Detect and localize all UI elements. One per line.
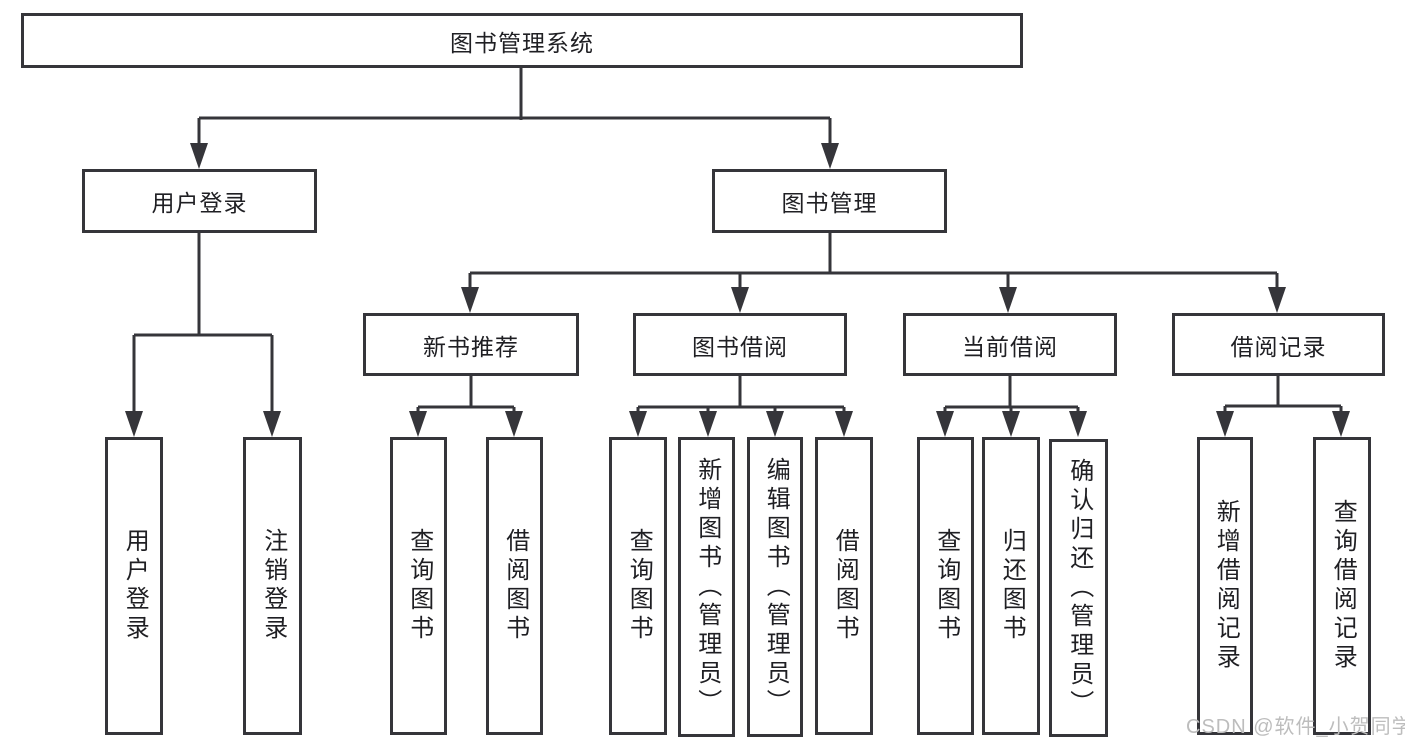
node-leaf-borrow-book-2: 借阅图书 (815, 437, 873, 735)
arrow-icon (190, 143, 208, 169)
node-label: 当前借阅 (962, 333, 1058, 360)
arrow-icon (1268, 287, 1286, 313)
arrow-icon (1002, 411, 1020, 437)
node-label: 借阅图书 (501, 528, 529, 644)
node-label: 查询借阅记录 (1329, 499, 1357, 673)
arrow-icon (629, 411, 647, 437)
arrow-icon (263, 411, 281, 437)
node-label: 查询图书 (405, 528, 433, 644)
arrow-icon (125, 411, 143, 437)
node-leaf-edit-book-admin: 编辑图书（管理员） (747, 437, 803, 737)
node-label: 新增借阅记录 (1212, 499, 1240, 673)
node-leaf-add-borrow-record: 新增借阅记录 (1197, 437, 1253, 735)
node-label: 图书管理系统 (450, 29, 594, 56)
node-book-borrow: 图书借阅 (633, 313, 847, 376)
node-root: 图书管理系统 (21, 13, 1023, 68)
node-leaf-return-book: 归还图书 (982, 437, 1040, 735)
arrowheads (125, 143, 1350, 437)
node-leaf-borrow-book-1: 借阅图书 (486, 437, 543, 735)
node-label: 归还图书 (998, 528, 1026, 644)
node-label: 图书借阅 (692, 333, 788, 360)
arrow-icon (1216, 411, 1234, 437)
node-leaf-query-book-1: 查询图书 (390, 437, 447, 735)
node-leaf-add-book-admin: 新增图书（管理员） (678, 437, 735, 737)
node-label: 查询图书 (932, 528, 960, 644)
node-label: 确认归还（管理员） (1065, 457, 1093, 719)
node-leaf-query-book-3: 查询图书 (917, 437, 974, 735)
node-label: 注销登录 (259, 528, 287, 644)
arrow-icon (766, 411, 784, 437)
node-new-book-recommend: 新书推荐 (363, 313, 579, 376)
node-label: 新增图书（管理员） (693, 456, 721, 718)
node-label: 图书管理 (781, 190, 878, 216)
watermark-text: CSDN @软件_小贺同学 (1186, 716, 1405, 738)
arrow-icon (461, 287, 479, 313)
node-label: 编辑图书（管理员） (762, 456, 790, 718)
node-label: 借阅记录 (1230, 333, 1327, 360)
arrow-icon (1069, 411, 1087, 437)
node-label: 查询图书 (625, 528, 653, 644)
node-leaf-query-borrow-record: 查询借阅记录 (1313, 437, 1371, 735)
node-user-login: 用户登录 (82, 169, 317, 233)
node-book-management: 图书管理 (712, 169, 947, 233)
arrow-icon (821, 143, 839, 169)
node-borrow-record: 借阅记录 (1172, 313, 1385, 376)
node-label: 用户登录 (121, 528, 149, 644)
node-label: 用户登录 (151, 190, 248, 216)
arrow-icon (835, 411, 853, 437)
node-leaf-query-book-2: 查询图书 (609, 437, 667, 735)
arrow-icon (409, 411, 427, 437)
arrow-icon (505, 411, 523, 437)
node-label: 借阅图书 (831, 528, 859, 644)
connector-path (132, 68, 1343, 414)
arrow-icon (699, 411, 717, 437)
node-leaf-user-login: 用户登录 (105, 437, 163, 735)
node-leaf-logout: 注销登录 (243, 437, 302, 735)
node-current-borrow: 当前借阅 (903, 313, 1117, 376)
node-leaf-confirm-return-admin: 确认归还（管理员） (1049, 439, 1108, 737)
arrow-icon (936, 411, 954, 437)
node-label: 新书推荐 (423, 333, 519, 360)
arrow-icon (1332, 411, 1350, 437)
arrow-icon (731, 287, 749, 313)
arrow-icon (999, 287, 1017, 313)
